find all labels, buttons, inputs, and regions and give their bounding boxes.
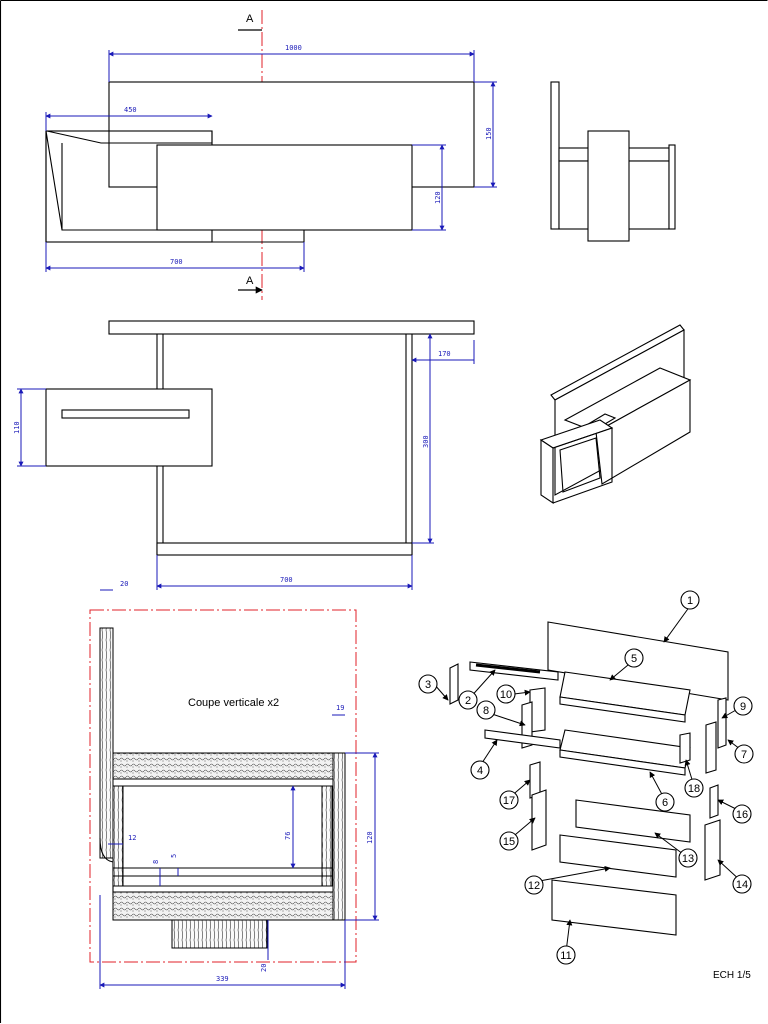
dim-5: 5 <box>170 854 178 858</box>
callout-circle <box>684 778 704 798</box>
callout-circle <box>624 648 644 668</box>
section-title: Coupe verticale x2 <box>188 697 279 709</box>
callout-circle <box>680 590 700 610</box>
callout-number: 7 <box>741 749 747 761</box>
dim-1000: 1000 <box>285 44 302 52</box>
callout-circle <box>556 945 576 965</box>
callout-number: 18 <box>688 783 700 795</box>
dim-300: 300 <box>422 435 430 448</box>
callout-number: 1 <box>687 595 693 607</box>
callout-number: 17 <box>503 795 515 807</box>
dim-120: 120 <box>434 191 442 204</box>
callout-number: 3 <box>425 679 431 691</box>
dim-700-front: 700 <box>170 258 183 266</box>
dim-8: 8 <box>152 860 160 864</box>
dim-76: 76 <box>284 832 292 840</box>
callout-number: 14 <box>736 879 748 891</box>
section-frame <box>89 609 357 963</box>
callout-circle <box>732 804 752 824</box>
drawer-front <box>156 144 413 231</box>
plan-view: 300 170 110 700 <box>13 320 475 590</box>
callout-number: 16 <box>736 809 748 821</box>
callout-circle <box>499 831 519 851</box>
scale-label: ECH 1/5 <box>713 970 751 981</box>
section-marker-bottom: A <box>246 275 254 287</box>
dim-12: 12 <box>128 834 136 842</box>
isometric-view <box>539 324 692 505</box>
callout-circle <box>655 792 675 812</box>
callout-circle <box>476 700 496 720</box>
section-marker-top: A <box>246 13 254 25</box>
callout-number: 13 <box>682 853 694 865</box>
callout-circle <box>732 874 752 894</box>
callout-number: 10 <box>500 689 512 701</box>
dim-700-plan: 700 <box>280 576 293 584</box>
dim-150: 150 <box>485 127 493 140</box>
dim-170: 170 <box>438 350 451 358</box>
callout-circle <box>496 684 516 704</box>
section-arrows <box>238 29 262 290</box>
callout-number: 12 <box>528 880 540 892</box>
callout-number: 4 <box>477 765 483 777</box>
callout-circle <box>734 744 754 764</box>
side-view <box>550 81 676 242</box>
section-view: Coupe verticale x2 20 19 120 76 12 8 5 2… <box>89 580 379 989</box>
callout-number: 9 <box>740 701 746 713</box>
callout-number: 6 <box>662 797 668 809</box>
callout-circle <box>418 674 438 694</box>
callout-number: 5 <box>631 653 637 665</box>
callout-number: 11 <box>560 950 571 962</box>
callout-circle <box>458 690 478 710</box>
dim-450: 450 <box>124 106 137 114</box>
callout-circle <box>678 848 698 868</box>
callout-circle <box>524 875 544 895</box>
front-view: A A 1000 450 700 150 120 <box>45 10 497 300</box>
dim-110: 110 <box>13 421 21 434</box>
callout-circle <box>470 760 490 780</box>
callout-number: 2 <box>465 695 471 707</box>
dim-20-top: 20 <box>120 580 128 588</box>
callout-number: 8 <box>483 705 489 717</box>
dim-20-bottom: 20 <box>260 964 268 972</box>
callout-circle <box>733 696 753 716</box>
dim-339: 339 <box>216 975 229 983</box>
callout-circle <box>499 790 519 810</box>
callout-number: 15 <box>503 836 515 848</box>
dim-19: 19 <box>336 704 344 712</box>
dim-120-section: 120 <box>366 831 374 844</box>
